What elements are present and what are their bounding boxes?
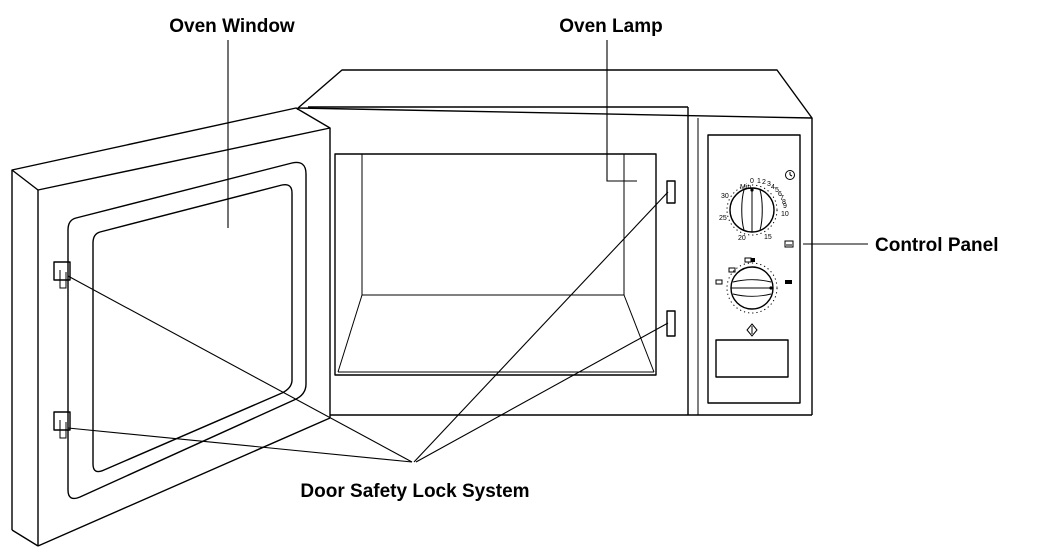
- power-mark-high-icon: [785, 280, 792, 284]
- cavity-back-wall: [361, 154, 625, 296]
- cabinet-top: [297, 69, 813, 119]
- cavity-opening: [334, 153, 657, 376]
- timer-tick-0: 0: [750, 178, 754, 185]
- timer-tick-25: 25: [719, 215, 727, 222]
- door-release-button[interactable]: [715, 339, 789, 378]
- oven-cabinet: [297, 69, 813, 416]
- oven-window-frame: [67, 161, 307, 500]
- power-mark-low-icon: [715, 279, 723, 285]
- lock-slots: [666, 180, 676, 337]
- cavity-floor-left: [337, 294, 363, 373]
- control-panel: Min 0 1 2 3 4 5 6 7 8 9 10 15 20 25 30: [707, 134, 801, 404]
- oven-door: [11, 107, 331, 547]
- timer-tick-3: 3: [767, 181, 771, 188]
- callouts: Oven Window Oven Lamp Control Panel Door…: [169, 16, 998, 502]
- label-control-panel: Control Panel: [875, 235, 999, 256]
- timer-tick-10: 10: [781, 211, 789, 218]
- door-latch-upper: [53, 261, 71, 289]
- clock-icon: [785, 170, 795, 180]
- timer-tick-6: 6: [778, 191, 782, 198]
- leader-lock-door-lower: [67, 427, 413, 463]
- lock-slot-upper: [666, 180, 676, 204]
- timer-tick-30: 30: [721, 193, 729, 200]
- timer-unit-label: Min: [740, 184, 751, 191]
- power-level-icon: [784, 240, 794, 248]
- cavity-floor-right: [623, 294, 655, 373]
- control-panel-frame: [707, 134, 801, 404]
- oven-cavity: [308, 106, 688, 376]
- timer-tick-9: 9: [783, 203, 787, 210]
- timer-tick-8: 8: [782, 199, 786, 206]
- timer-scale: Min 0 1 2 3 4 5 6 7 8 9 10 15 20 25 30: [719, 178, 789, 242]
- timer-dial[interactable]: [726, 184, 778, 236]
- defrost-icon: [728, 267, 736, 273]
- oven-window-glass: [92, 183, 293, 473]
- label-door-safety-lock: Door Safety Lock System: [300, 481, 529, 502]
- leader-lock-slot-lower: [415, 322, 669, 463]
- door-top-edge: [11, 107, 331, 191]
- power-scale: [715, 257, 792, 285]
- timer-tick-20: 20: [738, 235, 746, 242]
- door-latch-lower: [53, 411, 71, 439]
- timer-tick-15: 15: [764, 234, 772, 241]
- leader-lock-slot-upper: [413, 191, 669, 463]
- timer-tick-2: 2: [762, 179, 766, 186]
- power-mark-medium-icon: [744, 257, 752, 263]
- leader-lines: [67, 40, 868, 463]
- timer-tick-4: 4: [771, 184, 775, 191]
- leader-lock-door-upper: [67, 275, 413, 463]
- label-oven-lamp: Oven Lamp: [559, 16, 662, 37]
- label-oven-window: Oven Window: [169, 16, 295, 37]
- leader-oven-lamp: [606, 40, 637, 182]
- timer-tick-7: 7: [780, 195, 784, 202]
- timer-tick-1: 1: [757, 178, 761, 185]
- door-bottom-edge: [37, 417, 331, 547]
- power-dial[interactable]: [726, 262, 778, 314]
- door-release-icon: [746, 323, 758, 337]
- timer-tick-5: 5: [775, 187, 779, 194]
